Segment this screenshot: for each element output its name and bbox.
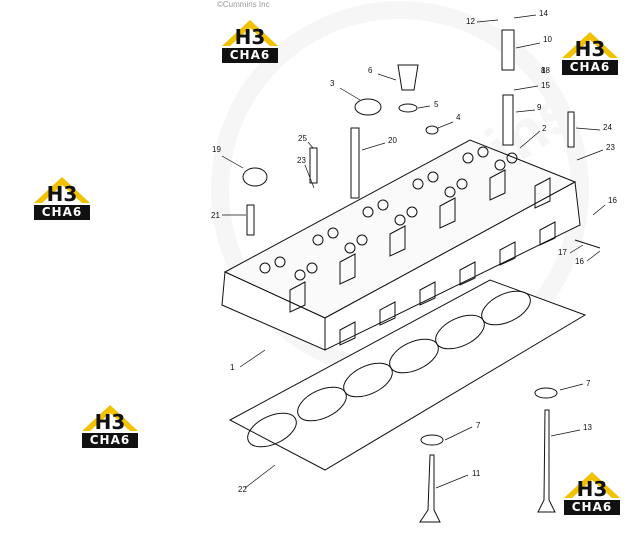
part-9-guide — [502, 94, 514, 146]
logo-word: CHA6 — [34, 205, 90, 220]
callout-label: 3 — [330, 79, 335, 88]
callout-label: 21 — [211, 211, 220, 220]
part-7-seat — [534, 387, 558, 399]
callout-label: 13 — [583, 423, 592, 432]
logo-roof-icon — [34, 177, 90, 203]
part-3-plug — [354, 98, 382, 116]
cylinder-head — [221, 139, 581, 351]
gasket-bore — [481, 290, 531, 326]
logo-mark: H3 — [576, 477, 608, 501]
logo-mark: H3 — [234, 25, 266, 49]
part-25-bolt — [309, 147, 318, 184]
callout-label: 5 — [434, 100, 439, 109]
callout-label: 12 — [466, 17, 475, 26]
part-20-bolt — [350, 127, 360, 199]
part-10-spring — [501, 29, 515, 71]
gasket-bore — [247, 412, 297, 448]
callout-label: 25 — [298, 134, 307, 143]
part-4 — [425, 125, 439, 135]
callout-label: 17 — [558, 248, 567, 257]
copyright-note: ©Cummins Inc — [217, 0, 270, 9]
logo-roof-icon — [82, 405, 138, 431]
brand-logo: H3 CHA6 — [80, 403, 140, 451]
logo-word: CHA6 — [562, 60, 618, 75]
logo-mark: H3 — [46, 182, 78, 206]
callout-label: 7 — [586, 379, 591, 388]
callout-label: 1 — [230, 363, 235, 372]
part-5-oring — [398, 103, 418, 113]
callout-label: 22 — [238, 485, 247, 494]
callout-label: 8 — [541, 66, 546, 75]
callout-label: 11 — [472, 469, 481, 478]
callout-label: 16 — [575, 257, 584, 266]
callout-label: 20 — [388, 136, 397, 145]
valve-bores — [259, 146, 518, 281]
head-gasket — [228, 279, 587, 471]
logo-mark: H3 — [94, 410, 126, 434]
logo-mark: H3 — [574, 37, 606, 61]
callout-label: 2 — [542, 124, 547, 133]
brand-logo: H3 CHA6 — [220, 18, 280, 66]
part-17-pin — [574, 239, 601, 249]
logo-roof-icon — [564, 472, 620, 498]
leader-lines — [221, 14, 606, 489]
callout-label: 19 — [212, 145, 221, 154]
brand-logo: H3 CHA6 — [32, 175, 92, 223]
part-24-bolt — [567, 111, 575, 148]
logo-roof-icon — [222, 20, 278, 46]
callout-label: 14 — [539, 9, 548, 18]
callout-label: 10 — [543, 35, 552, 44]
part-7-seat — [420, 434, 444, 446]
brand-logo: H3 CHA6 — [560, 30, 620, 78]
callout-label: 18 — [541, 66, 550, 75]
exploded-parts — [242, 29, 601, 523]
logo-word: CHA6 — [564, 500, 620, 515]
logo-word: CHA6 — [222, 48, 278, 63]
logo-roof-icon — [562, 32, 618, 58]
callouts: 1 2 3 4 5 6 7 7 8 9 10 11 12 13 14 15 16… — [211, 9, 617, 494]
logo-word: CHA6 — [82, 433, 138, 448]
callout-label: 16 — [608, 196, 617, 205]
part-19-plug — [242, 167, 268, 187]
callout-label: 4 — [456, 113, 461, 122]
callout-label: 24 — [603, 123, 612, 132]
brand-logo: H3 CHA6 — [562, 470, 622, 518]
part-11-valve — [419, 454, 441, 523]
callout-label: 6 — [368, 66, 373, 75]
part-13-valve — [537, 409, 556, 513]
callout-label: 23 — [606, 143, 615, 152]
callout-label: 15 — [541, 81, 550, 90]
part-6-sleeve — [397, 64, 419, 91]
callout-label: 9 — [537, 103, 542, 112]
callout-label: 23 — [297, 156, 306, 165]
callout-label: 7 — [476, 421, 481, 430]
part-21-bolt — [246, 204, 255, 236]
